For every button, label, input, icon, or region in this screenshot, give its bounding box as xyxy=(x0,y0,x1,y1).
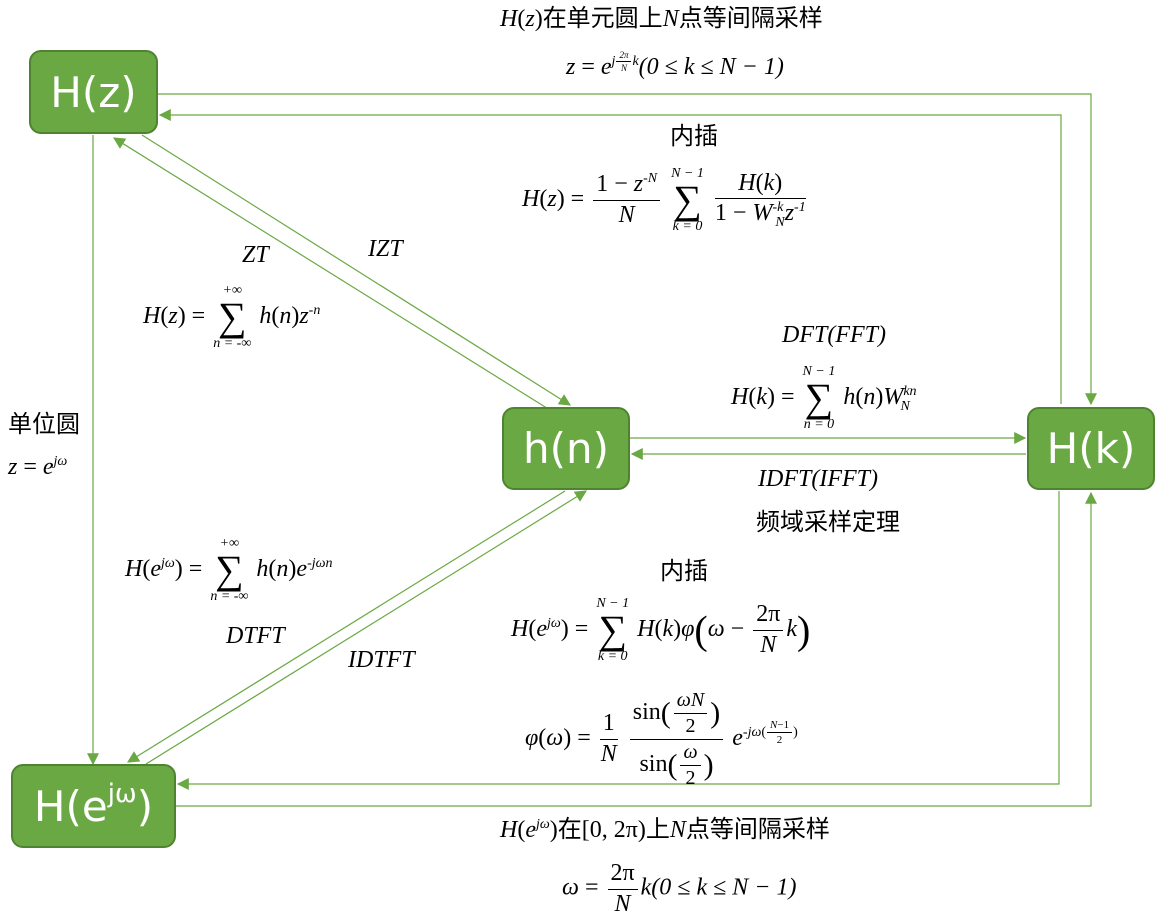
dft-formula: H(k) = N − 1∑n = 0 h(n)WknN xyxy=(731,364,917,433)
label-dtft: DTFT xyxy=(226,623,285,649)
node-hk-label: H(k) xyxy=(1046,424,1136,473)
unit-circle-label: 单位圆 xyxy=(8,410,80,438)
node-hejw-label: H(ejω) xyxy=(33,778,154,831)
label-dft: DFT(FFT) xyxy=(782,322,886,348)
node-hn: h(n) xyxy=(502,407,630,490)
freq-sampling-theorem: 频域采样定理 xyxy=(756,508,900,536)
arrow-hn-to-hz xyxy=(112,137,559,416)
zt-formula: H(z) = +∞∑n = -∞ h(n)z-n xyxy=(143,283,321,352)
node-hk: H(k) xyxy=(1027,407,1155,490)
arrow-hz-to-hk xyxy=(158,93,1097,406)
node-hn-label: h(n) xyxy=(522,424,609,473)
top-sampling-caption: H(z)在单元圆上N点等间隔采样 xyxy=(500,4,823,32)
arrow-hk-to-hejw xyxy=(176,491,1060,790)
node-hz: H(z) xyxy=(29,50,158,134)
unit-circle-formula: z = ejω xyxy=(8,454,68,480)
interp-top-title: 内插 xyxy=(670,122,718,150)
arrow-hejw-to-hn xyxy=(145,490,588,765)
node-hejw: H(ejω) xyxy=(11,764,176,848)
label-zt: ZT xyxy=(242,242,269,268)
label-idft: IDFT(IFFT) xyxy=(758,466,878,492)
label-idtft: IDTFT xyxy=(348,647,415,673)
label-izt: IZT xyxy=(368,236,403,262)
bottom-sampling-caption: H(ejω)在[0, 2π)上N点等间隔采样 xyxy=(500,815,830,843)
arrow-hn-to-hejw xyxy=(126,490,566,763)
interp-bottom-title: 内插 xyxy=(660,557,708,585)
arrow-hz-to-hn xyxy=(141,134,572,406)
arrow-hejw-to-hk xyxy=(176,491,1097,807)
node-hz-label: H(z) xyxy=(50,67,137,117)
dtft-formula: H(ejω) = +∞∑n = -∞ h(n)e-jωn xyxy=(125,536,333,605)
arrow-hk-to-hz xyxy=(158,109,1062,404)
